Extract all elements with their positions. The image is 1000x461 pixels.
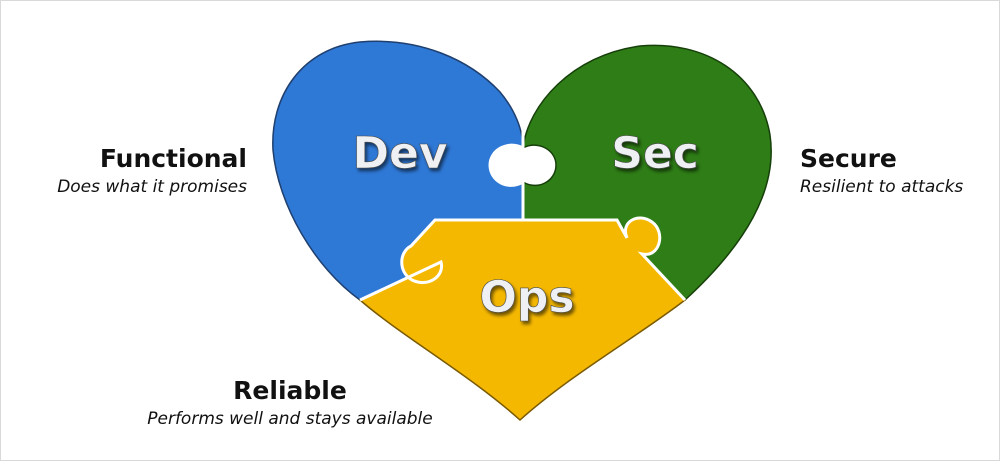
functional-description: Does what it promises [57,177,247,197]
reliable-description: Performs well and stays available [147,409,433,429]
sec-puzzle-piece [522,44,772,302]
secure-heading: Secure [800,144,897,173]
dev-ops-seam [359,216,687,302]
dev-sec-seam [488,120,525,220]
reliable-heading: Reliable [233,376,347,405]
dev-label: Dev [352,128,447,179]
functional-heading: Functional [99,144,247,173]
secure-callout: Secure Resilient to attacks [800,144,963,198]
sec-label: Sec [611,128,699,179]
reliable-callout: Reliable Performs well and stays availab… [0,376,580,430]
ops-label: Ops [479,272,574,323]
secure-description: Resilient to attacks [800,177,964,197]
functional-callout: Functional Does what it promises [57,144,247,198]
